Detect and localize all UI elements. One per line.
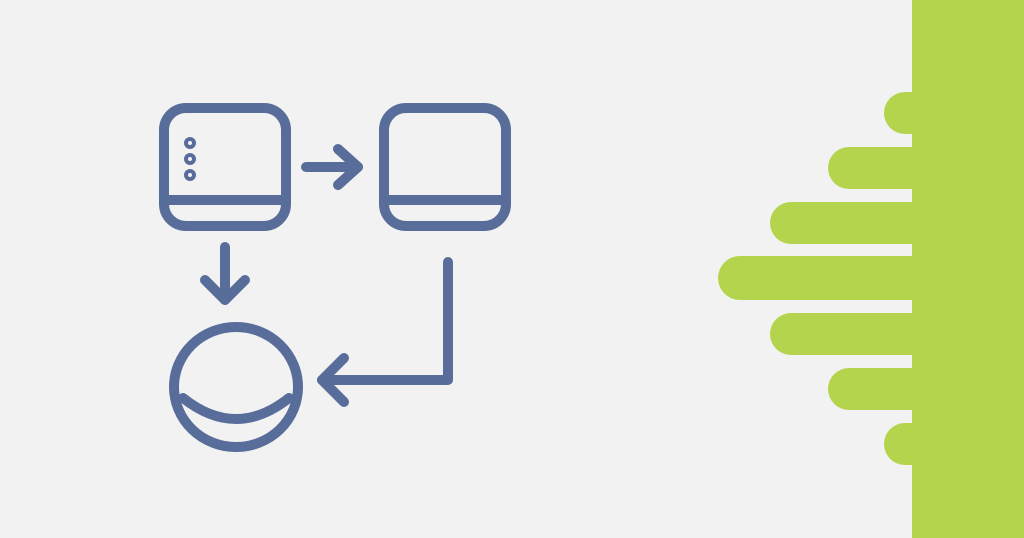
server-icon	[159, 103, 291, 231]
green-bar-6	[828, 368, 944, 410]
arrow-down-icon	[200, 242, 250, 305]
flow-diagram	[159, 103, 511, 452]
green-bar-2	[828, 147, 944, 189]
green-bar-1	[884, 92, 944, 134]
green-accent-decoration	[718, 0, 1024, 538]
arrow-return-left-icon	[317, 257, 453, 407]
server-icon	[379, 103, 511, 231]
green-bar-3	[770, 202, 944, 244]
green-bar-5	[770, 313, 944, 355]
arrow-right-icon	[301, 144, 363, 190]
green-bar-7	[884, 423, 944, 465]
database-icon	[169, 322, 303, 452]
green-bar-4	[718, 256, 944, 300]
